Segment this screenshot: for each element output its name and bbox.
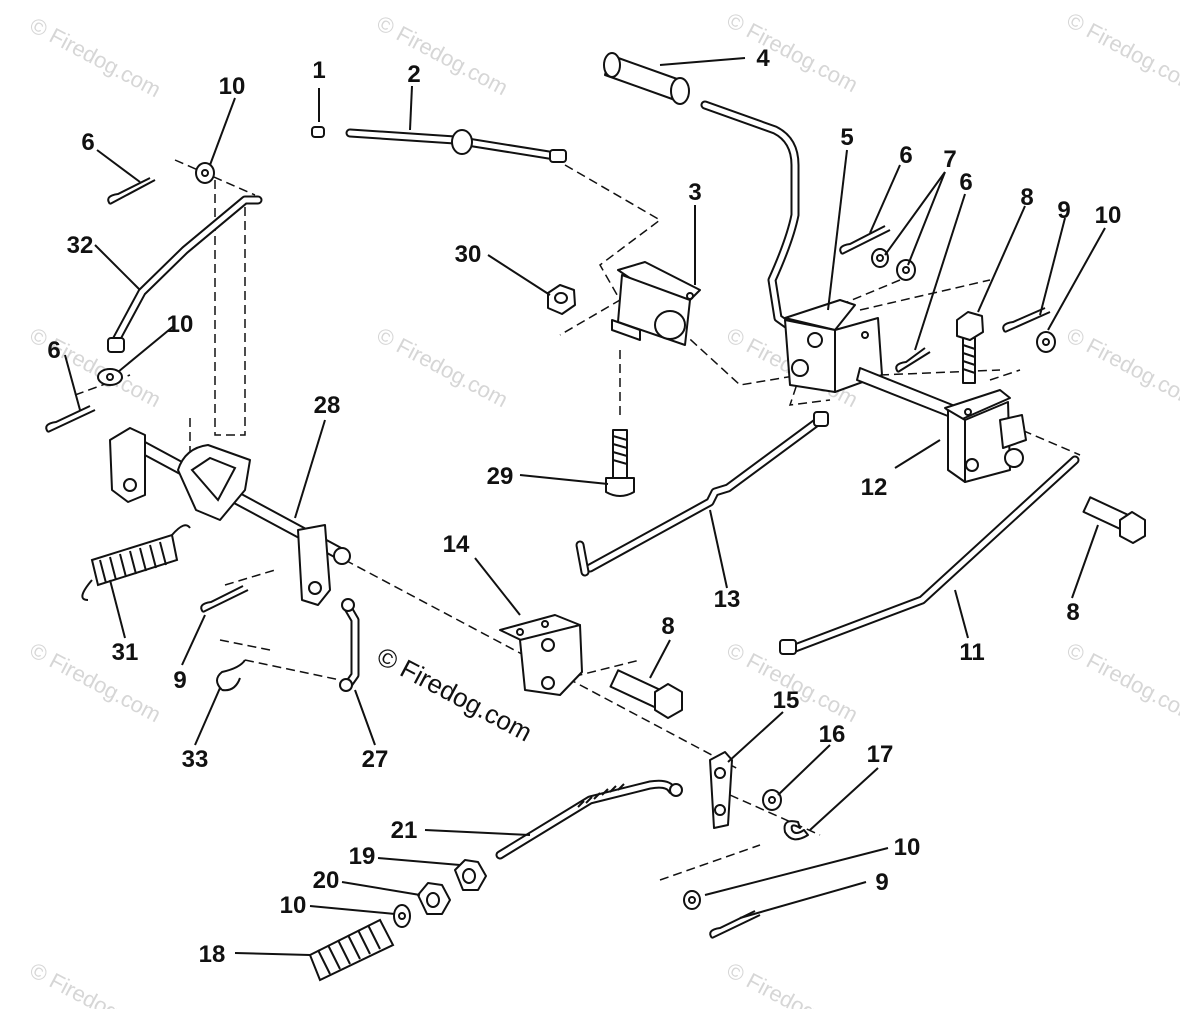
callout-8-right: 8 (1066, 599, 1079, 626)
callout-30: 30 (455, 241, 482, 268)
center-watermark: © Firedog.com (372, 641, 537, 748)
watermark-tile: © Firedog.com (26, 637, 165, 727)
callout-7: 7 (943, 146, 956, 173)
callout-6: 6 (899, 142, 912, 169)
callout-32: 32 (67, 232, 94, 259)
washers (97, 162, 1056, 928)
part-1-cap (311, 126, 325, 138)
callout-29: 29 (487, 463, 514, 490)
callout-15: 15 (773, 687, 800, 714)
part-5-lift-lever (700, 100, 883, 393)
callout-9-top: 9 (1057, 197, 1070, 224)
callout-10-top-right: 10 (1095, 202, 1122, 229)
part-19-20-nuts (417, 859, 487, 915)
callout-12: 12 (861, 474, 888, 501)
watermark-tile: © Firedog.com (373, 10, 512, 100)
part-27-bent-rod (339, 598, 360, 692)
part-8-bolt-middle (609, 669, 683, 719)
callout-31: 31 (112, 639, 139, 666)
part-11-rod (779, 455, 1080, 655)
watermark-tile: © Firedog.com (1063, 7, 1180, 97)
callout-10-top-left: 10 (219, 73, 246, 100)
callout-labels: 1 2 3 4 5 6 7 6 8 9 10 10 6 32 10 6 30 2… (47, 45, 1121, 968)
callout-2: 2 (407, 61, 420, 88)
part-13-rod (575, 411, 829, 577)
callout-8-middle: 8 (661, 613, 674, 640)
part-32-link-rod (107, 195, 263, 353)
part-3-bracket (611, 261, 701, 346)
callout-27: 27 (362, 746, 389, 773)
part-18-spring (308, 918, 395, 982)
part-2-rod (345, 128, 567, 163)
watermark-tile: © Firedog.com (26, 322, 165, 412)
callout-9-bottom: 9 (875, 869, 888, 896)
callout-20: 20 (313, 867, 340, 894)
watermark-tile: © Firedog.com (1063, 322, 1180, 412)
part-28-main-shaft (109, 427, 351, 606)
callout-6-top-left: 6 (81, 129, 94, 156)
part-14-bracket (499, 614, 583, 696)
callout-16: 16 (819, 721, 846, 748)
callout-21: 21 (391, 817, 418, 844)
callout-6-left: 6 (47, 337, 60, 364)
callout-14: 14 (443, 531, 470, 558)
callout-33: 33 (182, 746, 209, 773)
watermark-tile: © Firedog.com (1063, 637, 1180, 727)
callout-4: 4 (756, 45, 770, 72)
assembly-dashed-lines (74, 159, 1081, 881)
callout-8-top: 8 (1020, 184, 1033, 211)
callout-3: 3 (688, 179, 701, 206)
part-21-threaded-rod (495, 779, 683, 860)
watermark-tile: © Firedog.com (723, 7, 862, 97)
callout-18: 18 (199, 941, 226, 968)
callout-17: 17 (867, 741, 894, 768)
callout-5: 5 (840, 124, 853, 151)
part-8-bolt-top (956, 311, 984, 384)
watermark-tile: © Firedog.com (723, 957, 862, 1009)
part-30-nut (547, 284, 576, 315)
callout-1: 1 (312, 57, 325, 84)
part-29-bolt (605, 429, 635, 497)
part-31-spring (81, 524, 191, 601)
watermark-tile: © Firedog.com (373, 322, 512, 412)
callout-13: 13 (714, 586, 741, 613)
callout-6-right: 6 (959, 169, 972, 196)
callout-11: 11 (959, 639, 984, 666)
part-15-plate (709, 751, 733, 829)
watermark-tile: © Firedog.com (26, 12, 165, 102)
callout-28: 28 (314, 392, 341, 419)
part-4-handle-grip (603, 52, 690, 105)
callout-10-left: 10 (167, 311, 194, 338)
callout-9-left: 9 (173, 667, 186, 694)
callout-19: 19 (349, 843, 376, 870)
leader-lines (64, 57, 1106, 956)
callout-10-bottom-right: 10 (894, 834, 921, 861)
cotter-pins (45, 177, 1051, 939)
part-12-shaft-bracket (856, 367, 1027, 483)
part-8-bolt-right (1082, 496, 1146, 544)
callout-10-bottom-left: 10 (280, 892, 307, 919)
part-17-e-clip (783, 820, 809, 841)
watermark-tile: © Firedog.com (26, 957, 165, 1009)
part-33-clip (216, 659, 246, 692)
